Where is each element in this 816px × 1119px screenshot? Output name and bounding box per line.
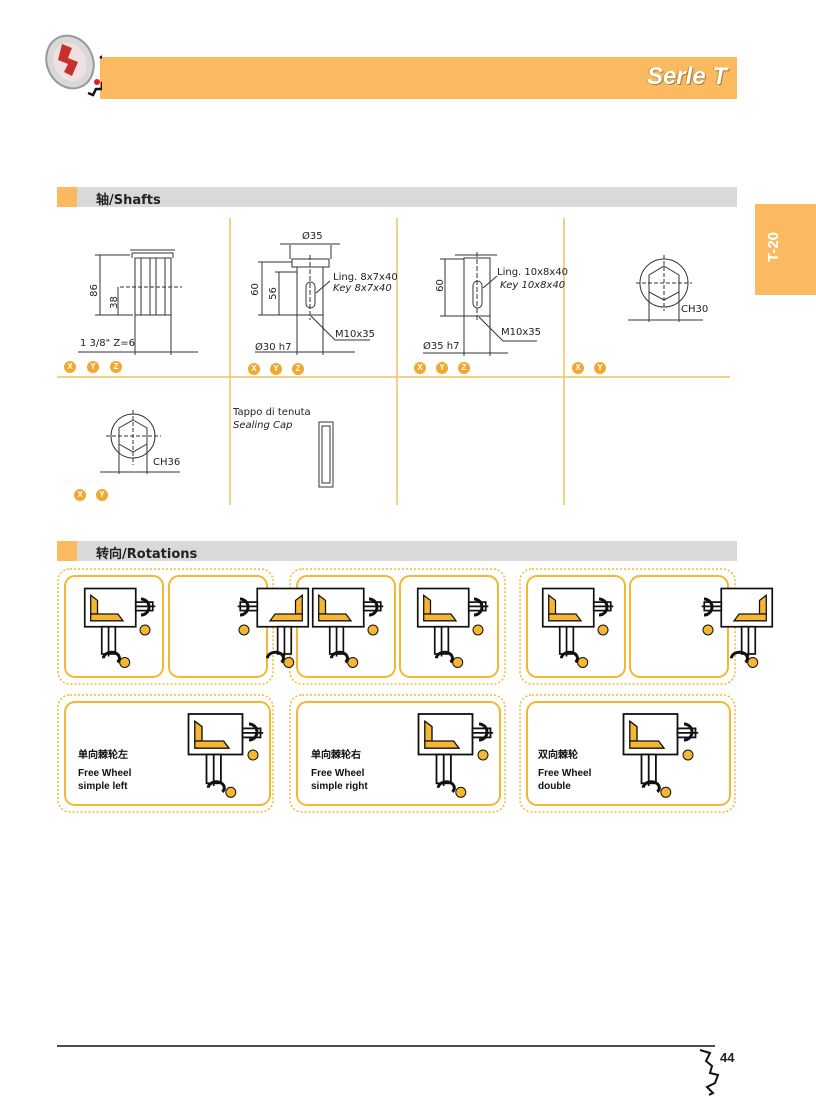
- rotation-en-label: simple right: [311, 781, 368, 792]
- axis-badge-icon: [283, 656, 295, 668]
- axis-badge-z: Z: [292, 363, 304, 375]
- hex-size: CH36: [153, 457, 181, 468]
- axis-badge-icon: [225, 786, 237, 798]
- axis-badge-icon: [477, 749, 489, 761]
- section-marker: [57, 187, 77, 207]
- rotation-arrow-icon: [478, 722, 489, 742]
- axis-badge-x: X: [248, 363, 260, 375]
- rotation-arrow-icon: [559, 650, 579, 664]
- axis-badge-icon: [119, 656, 131, 668]
- rotation-arrow-icon: [329, 650, 349, 664]
- axis-badge-x: X: [74, 489, 86, 501]
- axis-badge-icon: [597, 624, 609, 636]
- key-label-it: Ling. 8x7x40: [333, 272, 398, 283]
- key-label-it: Ling. 10x8x40: [497, 267, 569, 278]
- shaft-diameter: Ø35 h7: [423, 341, 460, 352]
- rotation-en-label: Free Wheel: [311, 768, 365, 779]
- axis-badge-y: Y: [270, 363, 282, 375]
- rotation-en-label: double: [538, 781, 571, 792]
- hex-size: CH30: [681, 304, 709, 315]
- rotation-arrow-icon: [239, 597, 250, 617]
- series-title: Serle T: [646, 63, 727, 90]
- spline-spec: 1 3/8" Z=6: [80, 338, 136, 349]
- key-label-en: Key 8x7x40: [333, 283, 392, 294]
- axis-badge-icon: [577, 656, 589, 668]
- rotation-en-label: simple left: [78, 781, 128, 792]
- axis-badge-y: Y: [436, 362, 448, 374]
- key-label-en: Key 10x8x40: [500, 280, 566, 291]
- axis-badge-icon: [367, 624, 379, 636]
- axis-badge-x: X: [64, 361, 76, 373]
- axis-badge-icon: [472, 624, 484, 636]
- header-bar: Serle T: [100, 57, 737, 99]
- page-number: 44: [720, 1050, 735, 1065]
- section-marker: [57, 541, 77, 561]
- thread-spec: M10x35: [335, 329, 375, 340]
- dia-top: Ø35: [302, 231, 323, 242]
- cap-title-en: Sealing Cap: [233, 420, 293, 431]
- gear-outline-icon: [699, 1049, 720, 1096]
- axis-badge-y: Y: [96, 489, 108, 501]
- hex-shaft-ch30-drawing: [628, 255, 703, 322]
- rotation-en-label: Free Wheel: [78, 768, 132, 779]
- section-header-rotations: 转向/Rotations: [57, 541, 737, 562]
- company-logo: [45, 34, 102, 97]
- axis-badge-icon: [702, 624, 714, 636]
- axis-badge-icon: [347, 656, 359, 668]
- rotation-arrow-icon: [598, 597, 609, 617]
- sealing-cap-drawing: [318, 421, 334, 488]
- axis-badge-icon: [452, 656, 464, 668]
- section-header-shafts: 轴/Shafts: [57, 187, 737, 208]
- rotation-arrow-icon: [703, 597, 714, 617]
- splined-shaft-drawing: [78, 249, 198, 355]
- axis-badge-x: X: [414, 362, 426, 374]
- rotation-arrow-icon: [473, 597, 484, 617]
- rotation-arrow-icon: [641, 780, 661, 793]
- rotation-zh-label: 单向棘轮右: [311, 750, 361, 761]
- axis-badge-icon: [139, 624, 151, 636]
- axis-badge-y: Y: [594, 362, 606, 374]
- axis-badge-x: X: [572, 362, 584, 374]
- rotation-arrow-icon: [101, 650, 121, 664]
- rotation-zh-label: 双向棘轮: [538, 750, 578, 761]
- axis-badge-z: Z: [110, 361, 122, 373]
- hex-shaft-ch36-drawing: [100, 410, 180, 474]
- axis-badge-icon: [682, 749, 694, 761]
- axis-badge-icon: [747, 656, 759, 668]
- rotation-arrow-icon: [265, 650, 285, 664]
- cap-title-it: Tappo di tenuta: [233, 407, 311, 418]
- rotation-en-label: Free Wheel: [538, 768, 592, 779]
- rotation-group-frame: [289, 694, 506, 813]
- rotation-arrow-icon: [368, 597, 379, 617]
- rotation-group-frame: [519, 694, 736, 813]
- axis-badge-icon: [238, 624, 250, 636]
- rotation-arrow-icon: [248, 722, 259, 742]
- axis-badge-y: Y: [87, 361, 99, 373]
- axis-badge-icon: [455, 786, 467, 798]
- rotation-arrow-icon: [436, 780, 456, 793]
- rotation-arrow-icon: [140, 597, 151, 617]
- series-side-tab: T-20: [755, 204, 816, 295]
- grid-lines: [57, 218, 730, 505]
- rotation-arrow-icon: [729, 650, 749, 664]
- axis-badge-z: Z: [458, 362, 470, 374]
- rotation-arrow-icon: [206, 780, 226, 793]
- rotation-arrow-icon: [434, 650, 454, 664]
- axis-badge-icon: [660, 786, 672, 798]
- rotation-group-frame: [57, 694, 274, 813]
- keyed-shaft-35-drawing: [423, 252, 537, 356]
- keyed-shaft-30-drawing: [255, 243, 370, 355]
- shaft-diameter: Ø30 h7: [255, 342, 292, 353]
- rotation-zh-label: 单向棘轮左: [78, 750, 128, 761]
- thread-spec: M10x35: [501, 327, 541, 338]
- section-title: 轴/Shafts: [96, 193, 161, 208]
- section-title: 转向/Rotations: [96, 547, 198, 562]
- rotation-arrow-icon: [683, 722, 694, 742]
- axis-badge-icon: [247, 749, 259, 761]
